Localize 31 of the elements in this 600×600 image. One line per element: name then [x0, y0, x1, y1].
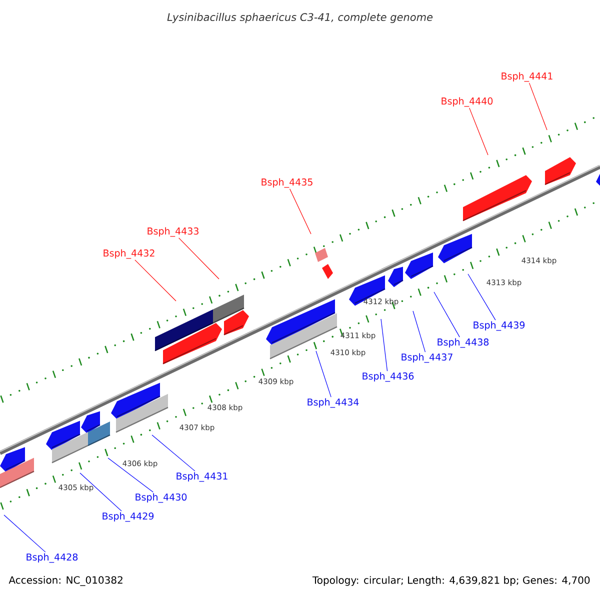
gene-label: Bsph_4441: [502, 72, 552, 82]
leader-line: [380, 318, 388, 372]
leader-line: [80, 472, 122, 512]
leader-line: [178, 238, 220, 280]
accession-label: Accession: NC_010382: [8, 576, 122, 586]
leader-line: [468, 274, 496, 320]
gene-label: Bsph_4433: [148, 227, 198, 237]
gene-label: Bsph_4438: [438, 338, 489, 348]
leader-line: [4, 514, 46, 552]
gene-label: Bsph_4429: [102, 512, 154, 522]
leader-line: [316, 350, 332, 398]
gene-label: Bsph_4437: [402, 353, 452, 363]
title: Lysinibacillus sphaericus C3-41, complete genome: [167, 12, 433, 24]
gene-label: Bsph_4431: [176, 472, 228, 482]
leader-line: [108, 458, 154, 492]
leader-line: [434, 292, 460, 338]
gene-label: Bsph_4439: [474, 321, 525, 331]
leader-line: [134, 260, 176, 302]
leader-line: [152, 434, 196, 472]
gene-label: Bsph_4436: [362, 372, 414, 382]
leader-line: [412, 310, 426, 352]
gene-label: Bsph_4432: [104, 249, 154, 259]
leader-line: [290, 188, 312, 234]
leader-line: [528, 82, 548, 130]
leader-line: [469, 108, 488, 156]
gene-label: Bsph_4435: [262, 178, 312, 188]
gene-label: Bsph_4440: [442, 97, 493, 107]
gene-label: Bsph_4428: [26, 553, 78, 563]
gene-label: Bsph_4430: [136, 493, 187, 503]
gene-label: Bsph_4434: [308, 398, 359, 408]
summary-label: Topology: circular; Length: 4,639,821 bp; Genes: 4,700: [312, 576, 590, 586]
